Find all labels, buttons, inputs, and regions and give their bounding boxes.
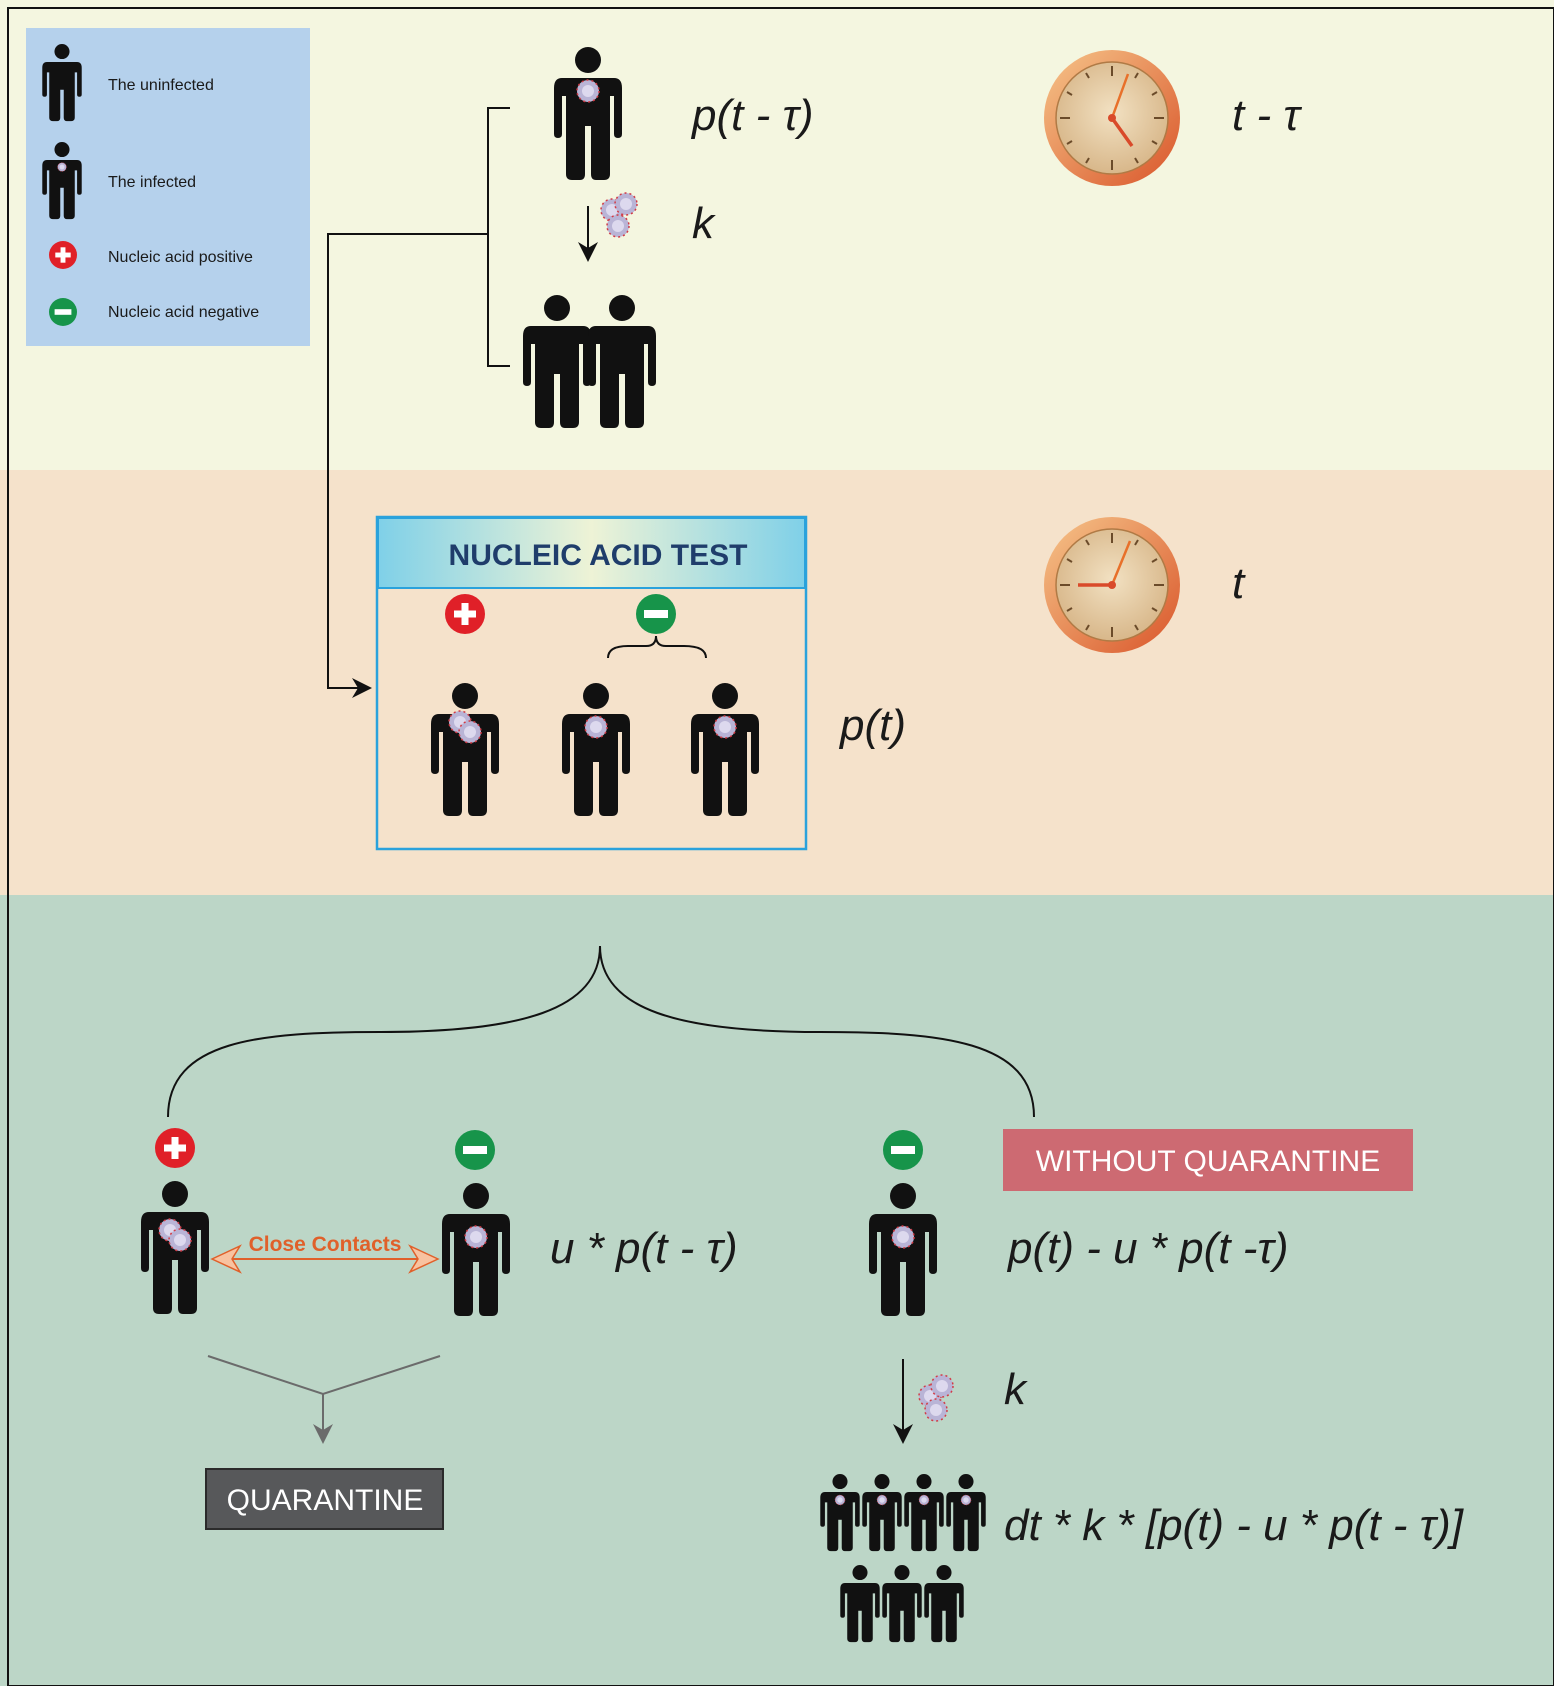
close-contacts-arrow — [210, 1244, 440, 1274]
time-t-minus-tau: t - τ — [1232, 91, 1302, 140]
formula-u-p: u * p(t - τ) — [550, 1224, 738, 1273]
virus-icon — [876, 1494, 888, 1506]
legend-negative-label: Nucleic acid negative — [108, 304, 259, 321]
virus-icon — [584, 715, 608, 739]
clock-icon — [1044, 517, 1180, 653]
quarantine-label: QUARANTINE — [227, 1484, 424, 1517]
formula-k: k — [692, 199, 716, 248]
legend-infected-label: The infected — [108, 174, 196, 191]
virus-icon — [57, 162, 67, 172]
positive-badge-icon — [445, 594, 485, 634]
quarantine-box: QUARANTINE — [205, 1468, 444, 1530]
legend-uninfected-label: The uninfected — [108, 77, 214, 94]
positive-badge-icon — [49, 241, 77, 269]
split-brace — [167, 945, 1035, 1118]
close-contacts-label: Close Contacts — [249, 1233, 402, 1256]
time-t: t — [1232, 559, 1246, 608]
test-title: NUCLEIC ACID TEST — [449, 539, 748, 572]
test-header — [377, 517, 806, 589]
negative-badge-icon — [883, 1130, 923, 1170]
formula-spread: dt * k * [p(t) - u * p(t - τ)] — [1004, 1501, 1465, 1550]
virus-icon — [168, 1228, 192, 1252]
without-quarantine-box: WITHOUT QUARANTINE — [1003, 1129, 1413, 1191]
negative-group-brace — [607, 635, 707, 659]
to-test-arrow — [327, 233, 488, 698]
formula-p-t: p(t) — [838, 701, 906, 750]
virus-icon — [891, 1225, 915, 1249]
positive-badge-icon — [155, 1128, 195, 1168]
bottom-section: Close Contacts u * p(t - τ) QUARANTINE W… — [141, 945, 1465, 1643]
virus-icon — [614, 192, 638, 216]
outer-border — [7, 7, 1554, 1686]
virus-icon — [458, 720, 482, 744]
virus-icon — [464, 1225, 488, 1249]
virus-icon — [713, 715, 737, 739]
negative-badge-icon — [455, 1130, 495, 1170]
negative-badge-icon — [49, 298, 77, 326]
virus-icon — [930, 1374, 954, 1398]
virus-icon — [834, 1494, 846, 1506]
quarantine-bg — [205, 1468, 444, 1530]
formula-remaining: p(t) - u * p(t -τ) — [1006, 1224, 1288, 1273]
bottom-band — [0, 895, 1554, 1686]
formula-k-bottom: k — [1004, 1365, 1028, 1414]
legend: The uninfected The infected Nucleic acid… — [26, 28, 310, 346]
without-quarantine-bg — [1003, 1129, 1413, 1191]
top-section: p(t - τ) k — [327, 47, 1302, 698]
virus-icon — [924, 1398, 948, 1422]
formula-p-t-minus-tau: p(t - τ) — [690, 91, 814, 140]
nucleic-acid-test-panel: NUCLEIC ACID TEST — [375, 515, 808, 851]
virus-icon — [576, 79, 600, 103]
clock-icon — [1044, 50, 1180, 186]
group-bracket — [487, 107, 510, 367]
virus-icon — [960, 1494, 972, 1506]
without-quarantine-label: WITHOUT QUARANTINE — [1036, 1145, 1380, 1178]
middle-section: NUCLEIC ACID TEST p(t) — [375, 515, 1246, 851]
negative-badge-icon — [636, 594, 676, 634]
virus-icon — [606, 214, 630, 238]
legend-positive-label: Nucleic acid positive — [108, 249, 253, 266]
virus-icon — [918, 1494, 930, 1506]
